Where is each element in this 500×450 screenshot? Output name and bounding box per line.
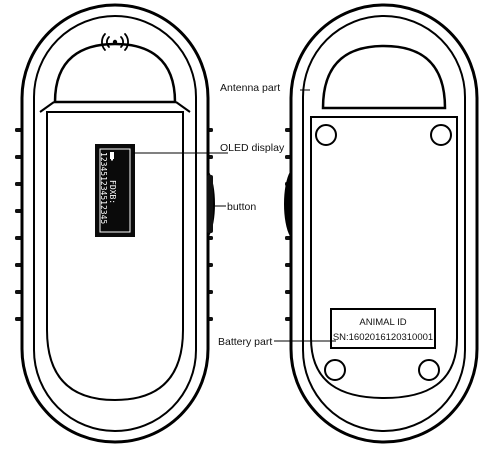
screw-bottom-left [324, 359, 346, 381]
id-plate-serial: SN:1602016120310001 [333, 332, 433, 343]
battery-cover [310, 116, 458, 400]
battery-label: Battery part [218, 336, 272, 348]
front-inner-shell [33, 15, 197, 432]
back-screws [315, 124, 452, 381]
animal-id-plate: ANIMAL ID SN:1602016120310001 [330, 308, 436, 349]
oled-screen: FDXB: 123451234512345 [95, 144, 135, 237]
front-shoulder-lines [39, 101, 191, 113]
screw-bottom-right [418, 359, 440, 381]
oled-line-tag-id: 123451234512345 [99, 152, 108, 224]
id-plate-title: ANIMAL ID [359, 317, 406, 328]
front-face-panel [46, 111, 184, 402]
button-label: button [227, 201, 256, 213]
side-button-body[interactable] [207, 175, 213, 233]
battery-icon [110, 152, 114, 161]
front-view: FDXB: 123451234512345 [15, 3, 215, 444]
oled-label: OLED display [220, 142, 285, 154]
screw-top-right [430, 124, 452, 146]
rfid-signal-icon [101, 33, 129, 51]
antenna-label: Antenna part [220, 82, 280, 94]
back-view: ANIMAL ID SN:1602016120310001 [284, 3, 479, 444]
callouts [133, 89, 336, 342]
back-inner-shell [302, 15, 466, 432]
oled-line-protocol: FDXB: [108, 180, 117, 204]
back-antenna-loop [321, 44, 447, 110]
screw-top-left [315, 124, 337, 146]
